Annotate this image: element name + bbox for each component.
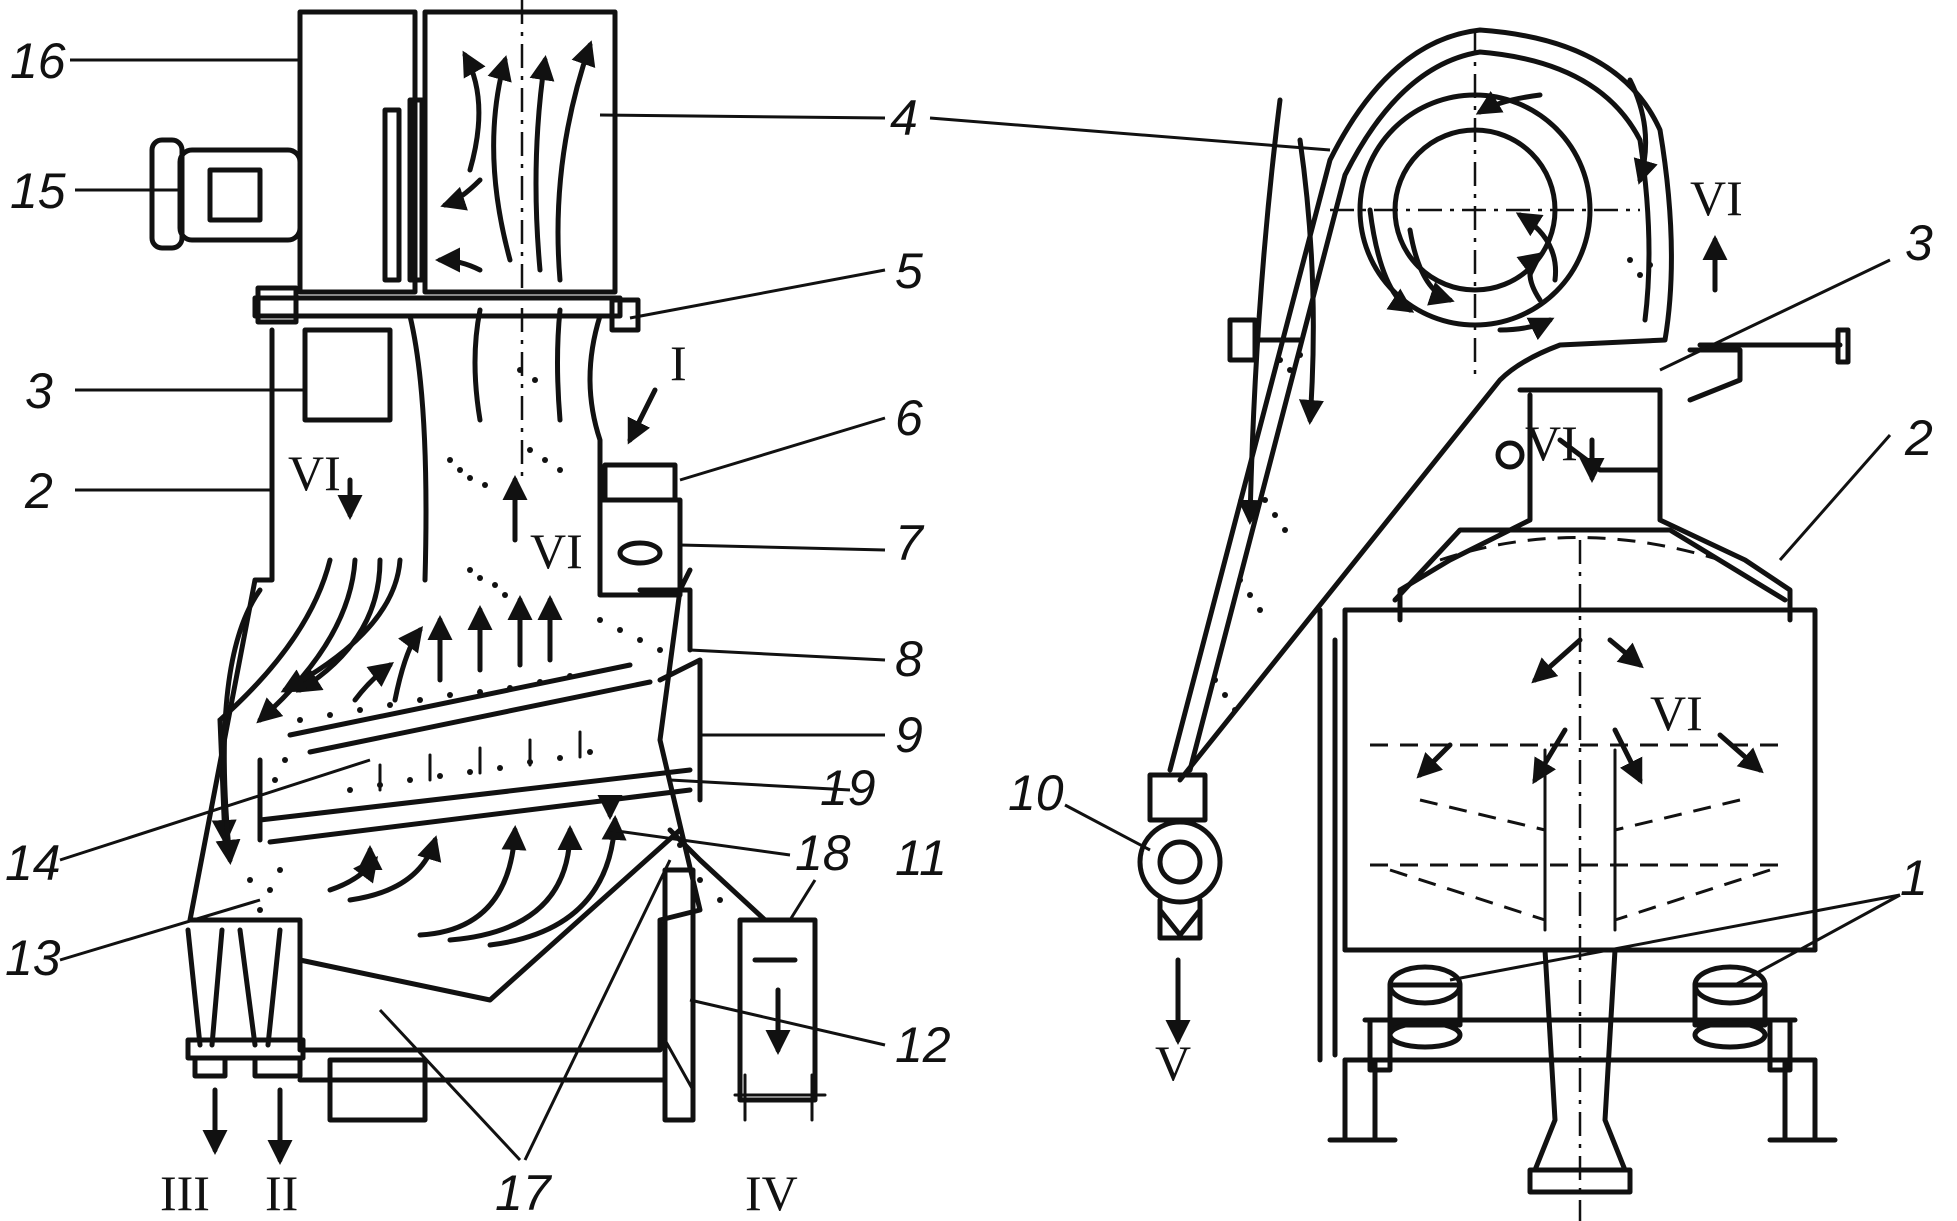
callout-15: 15 xyxy=(10,163,66,219)
flow-VI-right-1: VI xyxy=(1690,170,1743,226)
dust-particles-right xyxy=(1212,257,1653,713)
labels: 16 15 4 5 3 6 2 7 8 9 19 14 18 11 13 12 … xyxy=(5,33,1933,1221)
callout-6: 6 xyxy=(895,390,923,446)
flow-VI-right-2: VI xyxy=(1525,415,1578,471)
flow-IV: IV xyxy=(745,1165,798,1221)
flow-II: II xyxy=(265,1165,298,1221)
flow-I: I xyxy=(670,335,687,391)
spring-mount-right xyxy=(1692,964,1768,1050)
cyclone-icon xyxy=(185,927,283,1048)
leader-lines xyxy=(59,58,1901,1162)
sieve-slots xyxy=(378,730,582,792)
feed-valve xyxy=(602,462,678,503)
flow-V: V xyxy=(1155,1035,1191,1091)
callout-5: 5 xyxy=(895,243,923,299)
air-flow-right xyxy=(1165,77,1764,1045)
housing-outline xyxy=(187,327,703,1053)
callout-1: 1 xyxy=(1900,850,1928,906)
callout-8: 8 xyxy=(895,631,923,687)
callout-4: 4 xyxy=(890,90,918,146)
callout-14: 14 xyxy=(5,835,61,891)
callout-12: 12 xyxy=(895,1017,951,1073)
flow-VI-right-3: VI xyxy=(1650,685,1703,741)
callout-2: 2 xyxy=(24,463,53,519)
upper-chamber xyxy=(422,9,618,295)
motor-icon xyxy=(149,127,303,263)
callout-3-right: 3 xyxy=(1905,215,1933,271)
lower-sieve-deck xyxy=(257,767,693,823)
feed-hopper xyxy=(597,497,683,598)
left-view xyxy=(149,0,827,1123)
flow-arrow-icon xyxy=(202,387,658,1165)
callout-2-right: 2 xyxy=(1904,410,1933,466)
callout-11: 11 xyxy=(895,830,947,886)
callout-13: 13 xyxy=(5,930,61,986)
callout-16: 16 xyxy=(10,33,66,89)
airlock-10 xyxy=(1137,772,1223,941)
flow-VI-left-2: VI xyxy=(530,523,583,579)
callout-19: 19 xyxy=(820,760,876,816)
callout-10: 10 xyxy=(1008,765,1064,821)
right-view xyxy=(1137,27,1851,1221)
callout-17: 17 xyxy=(495,1165,553,1221)
flange xyxy=(252,295,623,319)
air-flow xyxy=(211,40,791,1055)
upper-sieve-deck xyxy=(287,662,633,738)
fan-housing-icon xyxy=(1167,27,1674,783)
flow-VI-left-1: VI xyxy=(288,445,341,501)
callout-3: 3 xyxy=(25,363,53,419)
callout-18: 18 xyxy=(795,825,851,881)
callout-7: 7 xyxy=(895,515,925,571)
chute xyxy=(302,327,393,423)
cone xyxy=(1392,527,1788,603)
spring-mount-left xyxy=(1387,964,1463,1050)
flow-III: III xyxy=(160,1165,210,1221)
callout-9: 9 xyxy=(895,707,923,763)
